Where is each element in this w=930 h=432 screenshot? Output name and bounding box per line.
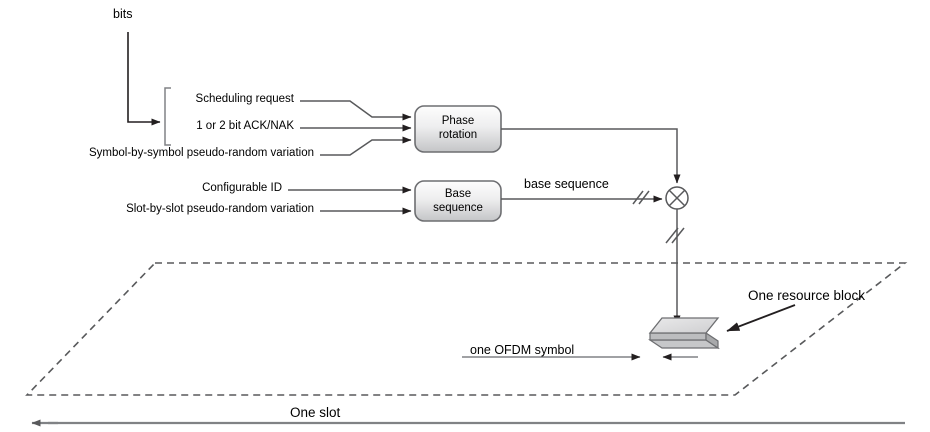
wire-phase-to-multiplier: [501, 128, 681, 184]
block-base-sequence-line2: sequence: [433, 201, 483, 214]
block-phase-rotation-label: Phase rotation: [415, 115, 501, 142]
label-one-slot: One slot: [290, 405, 341, 420]
label-scheduling-request: Scheduling request: [195, 93, 294, 105]
connector-scheduling-request: [300, 100, 412, 121]
wire-multiplier-to-resource-block: [665, 209, 685, 325]
block-phase-rotation-line2: rotation: [438, 128, 478, 141]
resource-block-slab: [648, 317, 720, 350]
block-base-sequence-label: Base sequence: [415, 188, 501, 215]
block-base-sequence-line1: Base: [444, 188, 472, 200]
resource-block-pointer-arrow: [726, 304, 796, 332]
multiplier-operator[interactable]: [665, 186, 689, 210]
label-base-sequence-signal: base sequence: [524, 177, 609, 191]
label-ack-nak: 1 or 2 bit ACK/NAK: [196, 120, 294, 132]
input-group-bracket: [164, 87, 171, 146]
label-bits: bits: [113, 7, 133, 21]
label-symbol-variation: Symbol-by-symbol pseudo-random variation: [89, 147, 314, 159]
slot-parallelogram: [25, 262, 908, 396]
label-one-resource-block: One resource block: [748, 288, 866, 303]
connector-symbol-variation: [320, 136, 412, 156]
wire-base-sequence-to-multiplier: [501, 190, 663, 205]
block-base-sequence[interactable]: [414, 180, 502, 222]
block-phase-rotation-line1: Phase: [441, 115, 475, 127]
bits-leader-line: [127, 32, 161, 126]
label-slot-variation: Slot-by-slot pseudo-random variation: [126, 203, 314, 215]
label-configurable-id: Configurable ID: [202, 182, 282, 194]
label-one-ofdm-symbol: one OFDM symbol: [470, 343, 575, 357]
